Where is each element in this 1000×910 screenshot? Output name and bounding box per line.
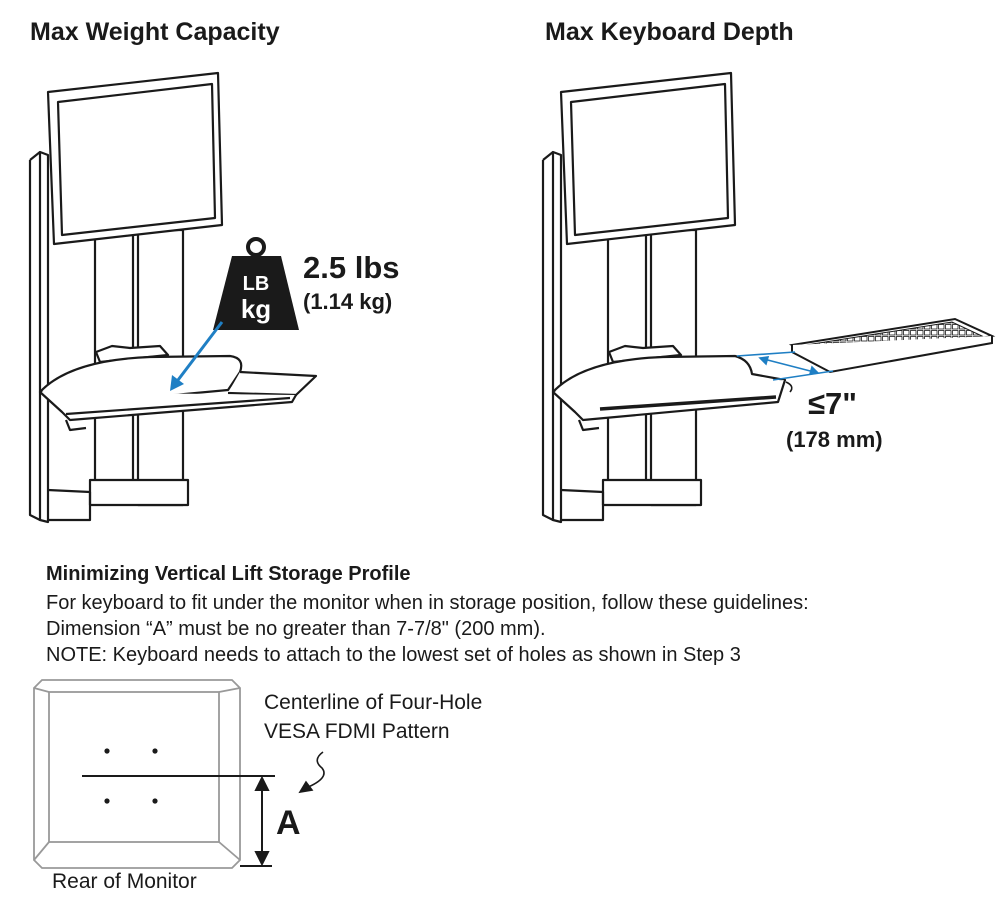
monitor-rear — [33, 679, 241, 869]
keyboard-depth-mm: (178 mm) — [786, 427, 883, 452]
workstation-right — [541, 71, 787, 524]
weight-value-kg: (1.14 kg) — [303, 289, 393, 314]
vesa-holes — [104, 748, 158, 804]
centerline-label-2: VESA FDMI Pattern — [264, 720, 450, 743]
keyboard-depth-heading: Max Keyboard Depth — [545, 18, 794, 46]
storage-line-2: Dimension “A” must be no greater than 7-… — [46, 618, 546, 640]
centerline-leader — [298, 751, 325, 794]
keyboard-tray-left — [38, 354, 318, 432]
rear-of-monitor-caption: Rear of Monitor — [52, 870, 197, 893]
depth-leader — [785, 381, 793, 393]
centerline-label-1: Centerline of Four-Hole — [264, 691, 483, 714]
keyboard-depth-value: ≤7" — [808, 386, 857, 421]
weight-badge-top: LB — [243, 273, 270, 295]
storage-title: Minimizing Vertical Lift Storage Profile — [46, 563, 411, 585]
weight-icon — [213, 237, 299, 330]
weight-badge-bottom: kg — [241, 294, 271, 324]
load-arrow — [170, 321, 224, 391]
workstation-left — [28, 71, 318, 524]
storage-notes: Minimizing Vertical Lift Storage Profile… — [46, 563, 966, 668]
weight-capacity-heading: Max Weight Capacity — [30, 18, 280, 46]
dimension-a-label: A — [276, 804, 301, 842]
monitor-right — [559, 71, 737, 246]
dimension-a-arrow — [240, 775, 272, 867]
weight-value-lbs: 2.5 lbs — [303, 250, 400, 285]
storage-line-3: NOTE: Keyboard needs to attach to the lo… — [46, 644, 741, 666]
storage-line-1: For keyboard to fit under the monitor wh… — [46, 592, 809, 614]
keyboard — [788, 317, 996, 374]
depth-dimension-lines — [736, 351, 834, 381]
monitor-left — [46, 71, 224, 246]
keyboard-tray-right — [551, 354, 787, 432]
